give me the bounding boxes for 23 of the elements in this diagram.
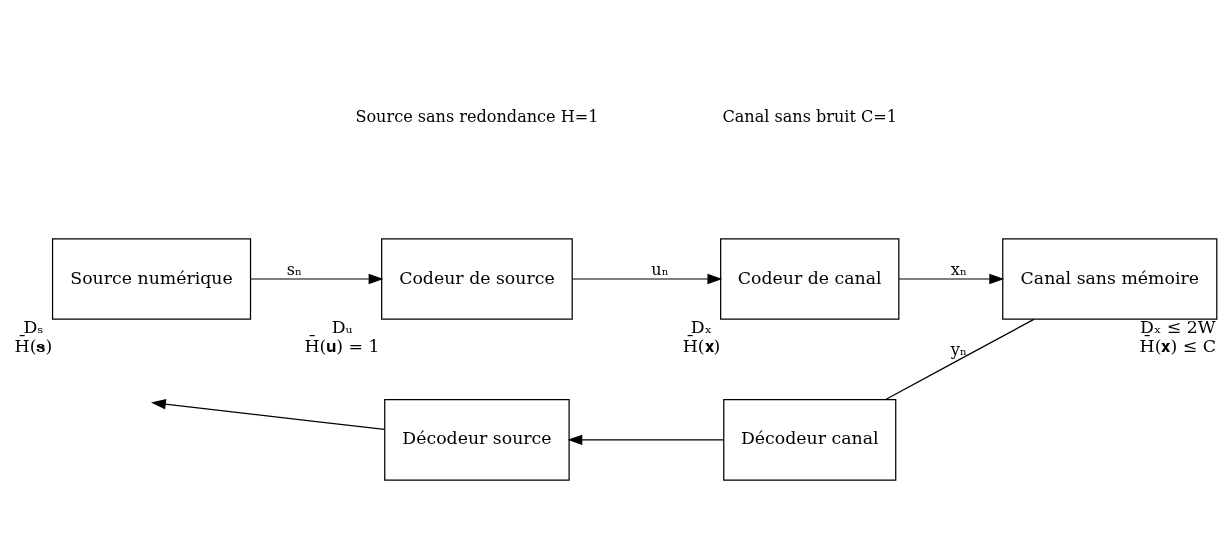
arrow: [150, 399, 385, 430]
arrow: [249, 273, 384, 285]
node-box: Codeur de canal: [720, 238, 900, 320]
node-box: Décodeur canal: [723, 399, 897, 481]
edge-label: sₙ: [286, 259, 303, 279]
node-label: Dᵤ: [331, 317, 353, 338]
node-label: H̄(𝐱): [682, 335, 721, 356]
label: Canal sans bruit C=1: [722, 107, 898, 127]
connector: [885, 318, 1035, 401]
node-label: H̄(𝐮) = 1: [304, 335, 380, 356]
node-label: H̄(𝐬): [14, 335, 53, 356]
node-box: Décodeur source: [384, 399, 570, 481]
arrow: [571, 273, 723, 285]
edge-label: xₙ: [950, 259, 967, 279]
node-box: Codeur de source: [381, 238, 573, 320]
edge-label: yₙ: [950, 339, 967, 359]
node-label: H̄(𝐱) ≤ C: [1139, 335, 1217, 356]
arrow: [567, 434, 724, 446]
edge-label: uₙ: [651, 259, 669, 279]
node-box: Source numérique: [51, 238, 252, 320]
node-box: Canal sans mémoire: [1002, 238, 1218, 320]
label: Source sans redondance H=1: [355, 107, 599, 127]
arrow: [898, 273, 1005, 285]
